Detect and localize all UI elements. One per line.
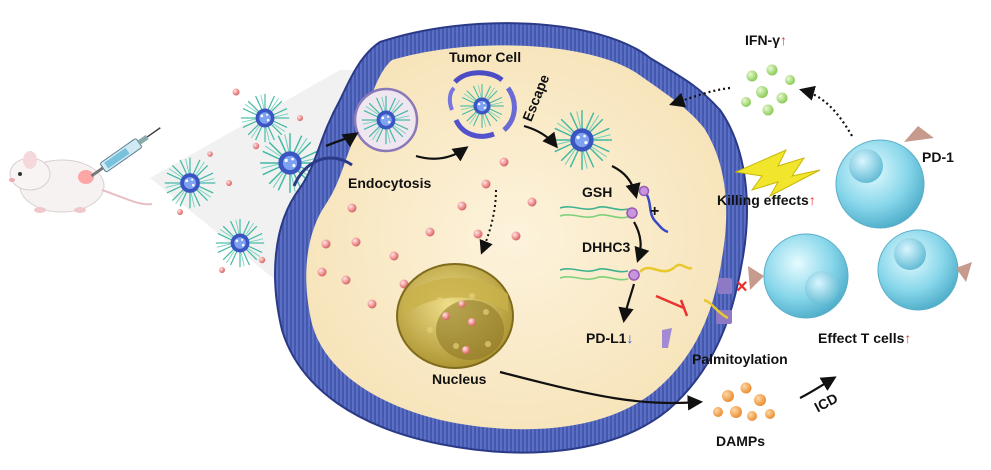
inhibition-mark (655, 294, 689, 317)
ifn-gamma-label: IFN-γ↑ (745, 33, 787, 47)
endosome-escape (447, 70, 517, 139)
nucleus (396, 263, 514, 369)
membrane-invagination (292, 156, 353, 187)
dhhc3-label: DHHC3 (582, 239, 631, 255)
polymer-chains (559, 185, 693, 281)
t-cell (835, 126, 934, 229)
block-mark: × (736, 276, 748, 298)
lightning-icon (734, 148, 821, 198)
flow-arrows (325, 124, 837, 411)
effect-t-cells-text: Effect T cells (818, 330, 905, 346)
endocytosis-label: Endocytosis (348, 175, 432, 191)
tumor-cell-label: Tumor Cell (449, 49, 522, 65)
palmitoylation-label: Palmitoylation (692, 351, 788, 367)
endosome (353, 87, 419, 153)
ifn-gamma-text: IFN-γ (745, 32, 780, 48)
damps-label: DAMPs (716, 433, 766, 449)
mouse-illustration (9, 151, 153, 213)
up-arrow-icon: ↑ (780, 32, 787, 48)
plus-label: + (650, 203, 660, 220)
nucleus-label: Nucleus (432, 371, 487, 387)
pd-l1-receptor (662, 278, 732, 348)
down-arrow-icon: ↓ (626, 330, 634, 346)
gsh-label: GSH (582, 184, 613, 200)
damps-particles (713, 382, 775, 421)
effect-t-cells-label: Effect T cells↑ (818, 331, 911, 345)
syringe-icon (90, 127, 161, 178)
nuclear-entry-arrow (479, 189, 497, 255)
drug-particles (317, 157, 537, 309)
up-arrow-icon: ↑ (808, 192, 816, 208)
external-drug-particles (177, 88, 303, 273)
t-cell (748, 233, 849, 319)
t-cell (877, 229, 972, 311)
killing-effects-label: Killing effects↑ (717, 193, 816, 207)
up-arrow-icon: ↑ (904, 330, 912, 346)
pd-l1-text: PD-L1 (586, 330, 627, 346)
pd-l1-label: PD-L1↓ (586, 331, 633, 345)
ifn-gamma-particles (741, 64, 795, 116)
pd-1-label: PD-1 (922, 149, 954, 165)
killing-effects-text: Killing effects (717, 192, 809, 208)
